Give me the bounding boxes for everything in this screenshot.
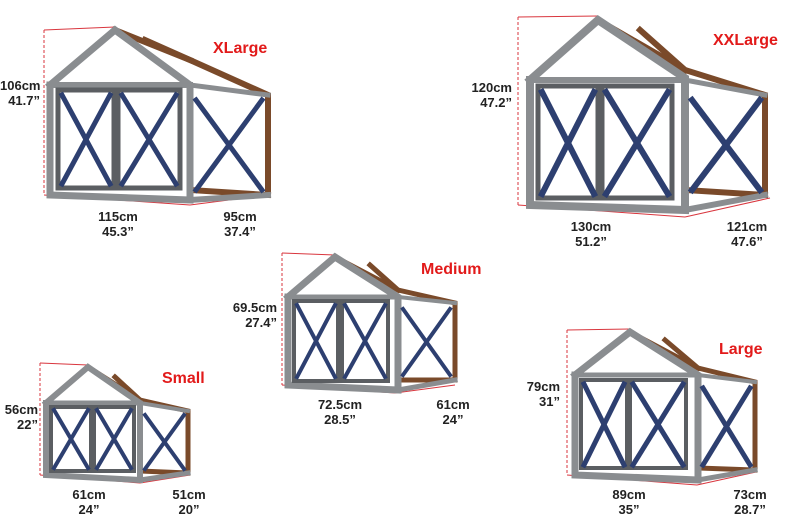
large-panel: Large 79cm 31” 89cm 35” 73cm 28.7” bbox=[520, 320, 794, 529]
height-label: 79cm 31” bbox=[520, 379, 560, 409]
size-label-small: Small bbox=[162, 370, 205, 387]
height-in: 22” bbox=[17, 417, 38, 432]
depth-cm: 95cm bbox=[223, 209, 257, 224]
width-cm: 130cm bbox=[570, 219, 612, 234]
depth-label: 121cm 47.6” bbox=[720, 219, 774, 249]
size-label-xxlarge: XXLarge bbox=[713, 32, 778, 49]
depth-in: 37.4” bbox=[224, 224, 256, 239]
medium-crate-icon bbox=[281, 252, 458, 394]
width-in: 35” bbox=[618, 502, 640, 517]
size-label-xlarge: XLarge bbox=[213, 40, 268, 57]
height-in: 47.2” bbox=[480, 95, 512, 110]
large-crate-icon bbox=[566, 327, 758, 486]
width-cm: 61cm bbox=[72, 487, 106, 502]
depth-cm: 121cm bbox=[726, 219, 768, 234]
width-label: 130cm 51.2” bbox=[561, 219, 621, 249]
small-panel: Small 56cm 22” 61cm 24” 51cm 20” bbox=[0, 355, 230, 529]
depth-in: 28.7” bbox=[734, 502, 766, 517]
depth-label: 51cm 20” bbox=[164, 487, 214, 517]
height-in: 41.7” bbox=[8, 93, 40, 108]
height-cm: 79cm bbox=[526, 379, 560, 394]
height-label: 69.5cm 27.4” bbox=[230, 300, 277, 330]
depth-label: 61cm 24” bbox=[428, 397, 478, 427]
width-cm: 89cm bbox=[612, 487, 646, 502]
xxlarge-crate-icon bbox=[517, 14, 771, 218]
depth-cm: 61cm bbox=[436, 397, 470, 412]
width-cm: 72.5cm bbox=[317, 397, 363, 412]
width-label: 115cm 45.3” bbox=[88, 209, 148, 239]
small-crate-icon bbox=[39, 362, 191, 484]
width-in: 24” bbox=[78, 502, 100, 517]
width-label: 72.5cm 28.5” bbox=[310, 397, 370, 427]
height-cm: 106cm bbox=[0, 78, 41, 93]
depth-label: 95cm 37.4” bbox=[215, 209, 265, 239]
size-label-medium: Medium bbox=[421, 261, 482, 278]
depth-cm: 51cm bbox=[172, 487, 206, 502]
xlarge-crate-icon bbox=[43, 25, 272, 206]
depth-in: 20” bbox=[178, 502, 200, 517]
height-label: 106cm 41.7” bbox=[0, 78, 40, 108]
depth-label: 73cm 28.7” bbox=[723, 487, 777, 517]
width-in: 45.3” bbox=[102, 224, 134, 239]
height-cm: 120cm bbox=[471, 80, 512, 95]
size-label-large: Large bbox=[719, 341, 763, 358]
depth-cm: 73cm bbox=[733, 487, 767, 502]
height-label: 56cm 22” bbox=[0, 402, 38, 432]
height-cm: 69.5cm bbox=[232, 300, 277, 315]
width-label: 89cm 35” bbox=[604, 487, 654, 517]
height-in: 27.4” bbox=[245, 315, 277, 330]
height-in: 31” bbox=[539, 394, 560, 409]
depth-in: 24” bbox=[442, 412, 464, 427]
depth-in: 47.6” bbox=[731, 234, 763, 249]
width-in: 28.5” bbox=[324, 412, 356, 427]
width-cm: 115cm bbox=[98, 209, 138, 224]
height-cm: 56cm bbox=[4, 402, 38, 417]
xxlarge-panel: XXLarge 120cm 47.2” 130cm 51.2” 121cm 47… bbox=[470, 0, 794, 255]
width-in: 51.2” bbox=[575, 234, 607, 249]
xlarge-panel: XLarge 106cm 41.7” 115cm 45.3” 95cm 37.4… bbox=[0, 0, 300, 250]
width-label: 61cm 24” bbox=[64, 487, 114, 517]
medium-panel: Medium 69.5cm 27.4” 72.5cm 28.5” 61cm 24… bbox=[230, 245, 490, 435]
height-label: 120cm 47.2” bbox=[470, 80, 512, 110]
